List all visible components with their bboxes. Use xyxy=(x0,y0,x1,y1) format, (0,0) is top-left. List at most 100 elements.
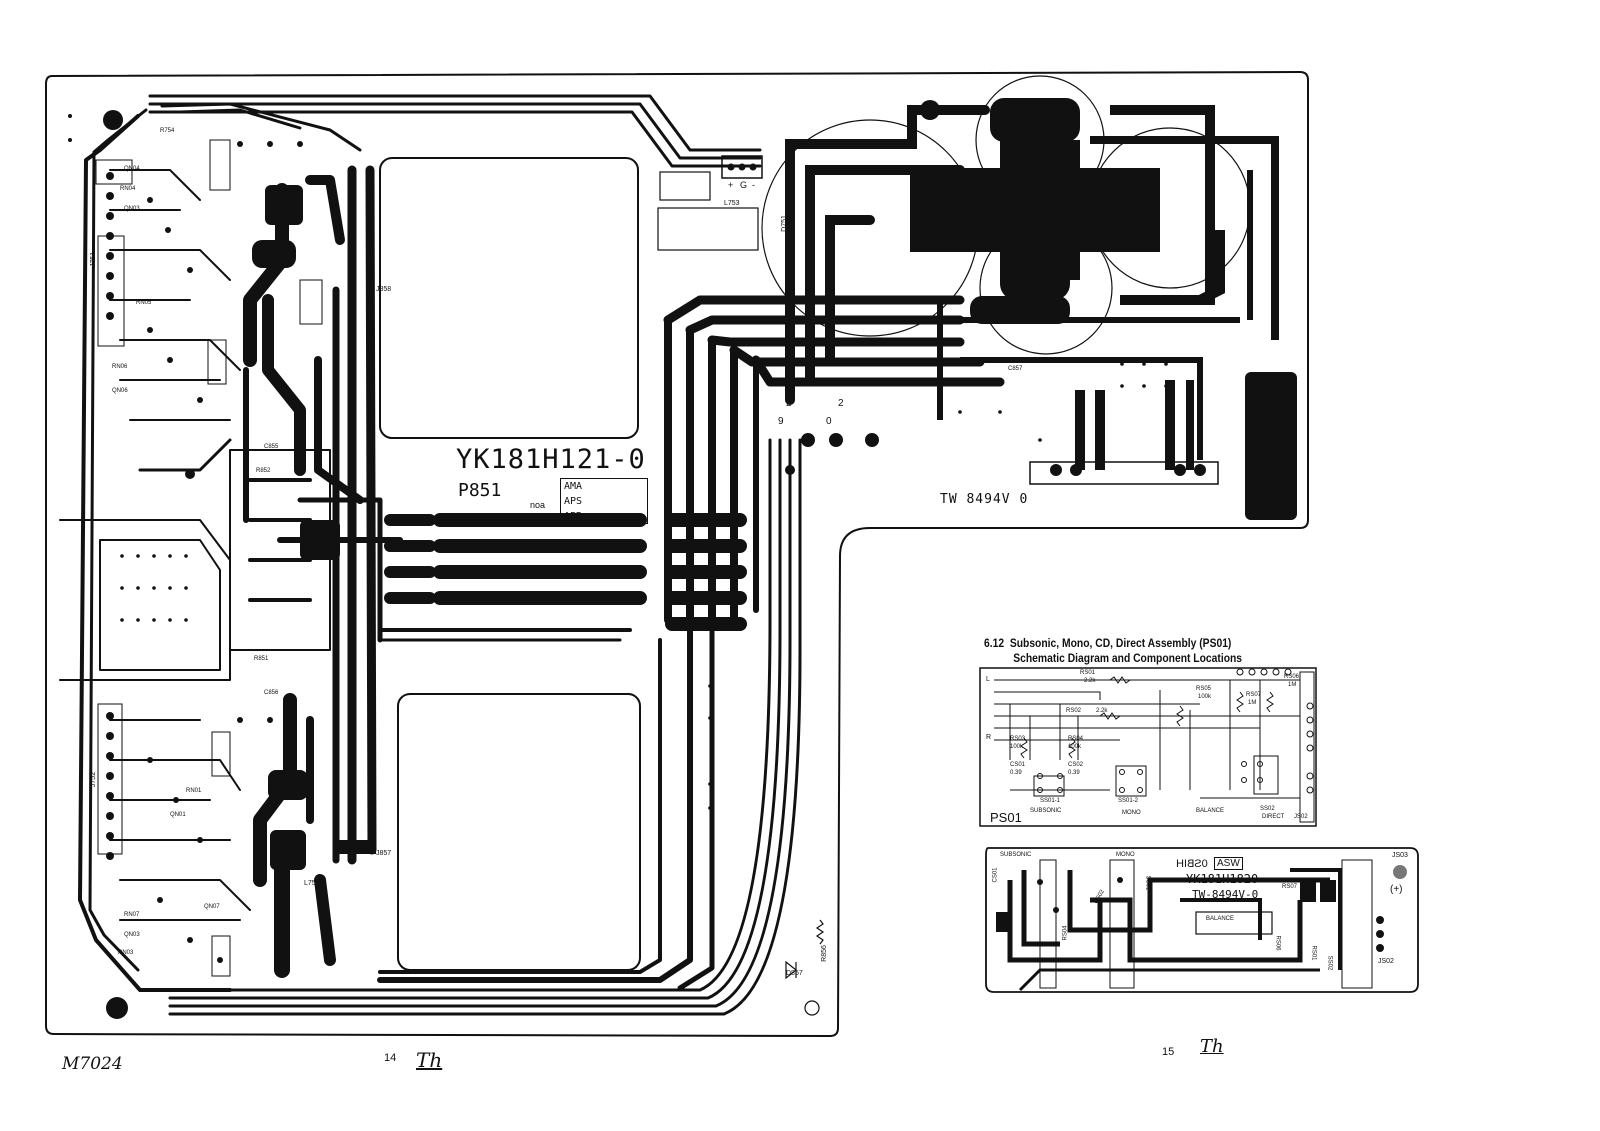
rs05-ref: RS05 xyxy=(1196,686,1212,692)
label-l75: L75 xyxy=(304,880,316,887)
ss02-label: SS02 xyxy=(1260,806,1275,812)
rs07-ref: RS07 xyxy=(1246,692,1262,698)
section-heading: 6.12 Subsonic, Mono, CD, Direct Assembly… xyxy=(984,636,1242,666)
label-rn07: RN07 xyxy=(124,912,140,918)
label-c855: C855 xyxy=(264,444,279,450)
window-lower xyxy=(397,693,641,971)
label-rn06: RN06 xyxy=(112,364,128,370)
label-r852: R852 xyxy=(256,468,271,474)
schematic-left-l: L xyxy=(986,676,990,683)
schematic-left-r: R xyxy=(986,734,992,741)
main-tw-number: TW 8494V 0 xyxy=(940,492,1029,507)
label-qn03a: QN03 xyxy=(124,206,140,212)
power-pours xyxy=(910,98,1297,520)
schematic-pins xyxy=(1037,668,1314,794)
schematic-box xyxy=(979,667,1317,827)
ss01-2-label: SS01-2 xyxy=(1118,798,1139,804)
rs01-value: 2.2k xyxy=(1084,678,1096,684)
rs04-value: 100k xyxy=(1068,744,1082,750)
page-number-right: 15 xyxy=(1162,1046,1175,1058)
main-small-code: noa xyxy=(530,500,546,510)
power-connector-box xyxy=(1029,461,1219,485)
cs01-value: 0.39 xyxy=(1010,770,1022,776)
label-d751: D751 xyxy=(780,215,788,232)
page-number-left: 14 xyxy=(384,1052,397,1064)
copper-pours-main xyxy=(103,110,376,1019)
top-connector-g: G xyxy=(740,180,748,190)
pin-mark-9: 9 xyxy=(778,416,784,427)
layout-polarity: (+) xyxy=(1390,884,1403,895)
rs04-ref: RS04 xyxy=(1068,736,1084,742)
label-j858: J858 xyxy=(376,286,392,293)
rs02-ref: RS02 xyxy=(1066,708,1082,714)
cs01-ref: CS01 xyxy=(1010,762,1026,768)
l753-component xyxy=(657,207,759,251)
label-qn01: QN01 xyxy=(170,812,186,818)
js02-schematic-label: JS02 xyxy=(1294,814,1308,820)
top-connector xyxy=(721,155,763,179)
rs06-value: 1M xyxy=(1288,682,1297,688)
label-r754: R754 xyxy=(160,128,175,134)
label-c856: C856 xyxy=(264,690,279,696)
assembly-code-box: AMA APS APR xyxy=(560,478,648,524)
cs02-ref: CS02 xyxy=(1068,762,1084,768)
rs03-ref: RS03 xyxy=(1010,736,1026,742)
rs02-value: 2.2k xyxy=(1096,708,1108,714)
assembly-code-ama: AMA xyxy=(564,481,583,492)
rs07-value: 1M xyxy=(1248,700,1257,706)
direct-label: DIRECT xyxy=(1262,814,1285,820)
label-d857: D857 xyxy=(786,970,803,977)
label-rn05: RN05 xyxy=(136,300,152,306)
initials-right: Th xyxy=(1200,1036,1224,1057)
left-pads xyxy=(106,141,303,963)
layout-rs01: RS01 xyxy=(1310,945,1317,961)
main-board-name: P851 xyxy=(458,480,502,501)
assembly-code-aps: APS xyxy=(564,496,583,507)
rs01-ref: RS01 xyxy=(1080,670,1096,676)
layout-title-mirrored: 0SBIH xyxy=(1176,858,1208,870)
layout-ss01: SS01 xyxy=(1144,875,1151,891)
main-board-outline xyxy=(45,70,1309,1038)
pin-mark-2a: 2 xyxy=(786,398,792,409)
top-connector-minus: - xyxy=(752,180,755,190)
cs02-value: 0.39 xyxy=(1068,770,1080,776)
layout-cs01: CS01 xyxy=(992,867,999,883)
label-j752: J752 xyxy=(90,771,98,788)
layout-subsonic: SUBSONIC xyxy=(1000,852,1032,858)
layout-pads xyxy=(996,865,1407,952)
bottom-diodes xyxy=(785,919,825,1016)
layout-js03: JS03 xyxy=(1392,852,1408,859)
pin-mark-0: 0 xyxy=(826,416,832,427)
main-part-number: YK181H121-0 xyxy=(456,444,646,475)
via-dots xyxy=(68,114,1168,810)
label-rn01: RN01 xyxy=(186,788,202,794)
label-qn04: QN04 xyxy=(124,166,140,172)
layout-rs07: RS07 xyxy=(1282,884,1298,890)
layout-tw-number: TW-8494V-0 xyxy=(1192,888,1259,901)
section-number: 6.12 xyxy=(984,636,1005,650)
label-j857: J857 xyxy=(376,850,392,857)
label-qn07: QN07 xyxy=(204,904,220,910)
assembly-code-apr: APR xyxy=(564,511,583,522)
layout-board xyxy=(985,847,1419,993)
ss01-1-label: SS01-1 xyxy=(1040,798,1061,804)
layout-balance: BALANCE xyxy=(1206,916,1235,922)
label-r851: R851 xyxy=(254,656,269,662)
layout-rs02: RS02 xyxy=(1098,933,1105,949)
window-upper xyxy=(379,157,639,439)
label-qn03b: QN03 xyxy=(124,932,140,938)
mono-label: MONO xyxy=(1122,810,1141,816)
label-l753: L753 xyxy=(724,200,740,207)
label-r856: R856 xyxy=(820,945,828,962)
initials-left: Th xyxy=(416,1048,443,1072)
layout-js02: JS02 xyxy=(1378,958,1394,965)
label-j751: J751 xyxy=(90,251,98,268)
center-pads xyxy=(185,433,879,479)
section-title-line1: Subsonic, Mono, CD, Direct Assembly (PS0… xyxy=(1009,636,1232,650)
layout-ss02: SS02 xyxy=(1326,955,1333,971)
layout-mono: MONO xyxy=(1116,852,1135,858)
label-qn06: QN06 xyxy=(112,388,128,394)
label-rn04: RN04 xyxy=(120,186,136,192)
